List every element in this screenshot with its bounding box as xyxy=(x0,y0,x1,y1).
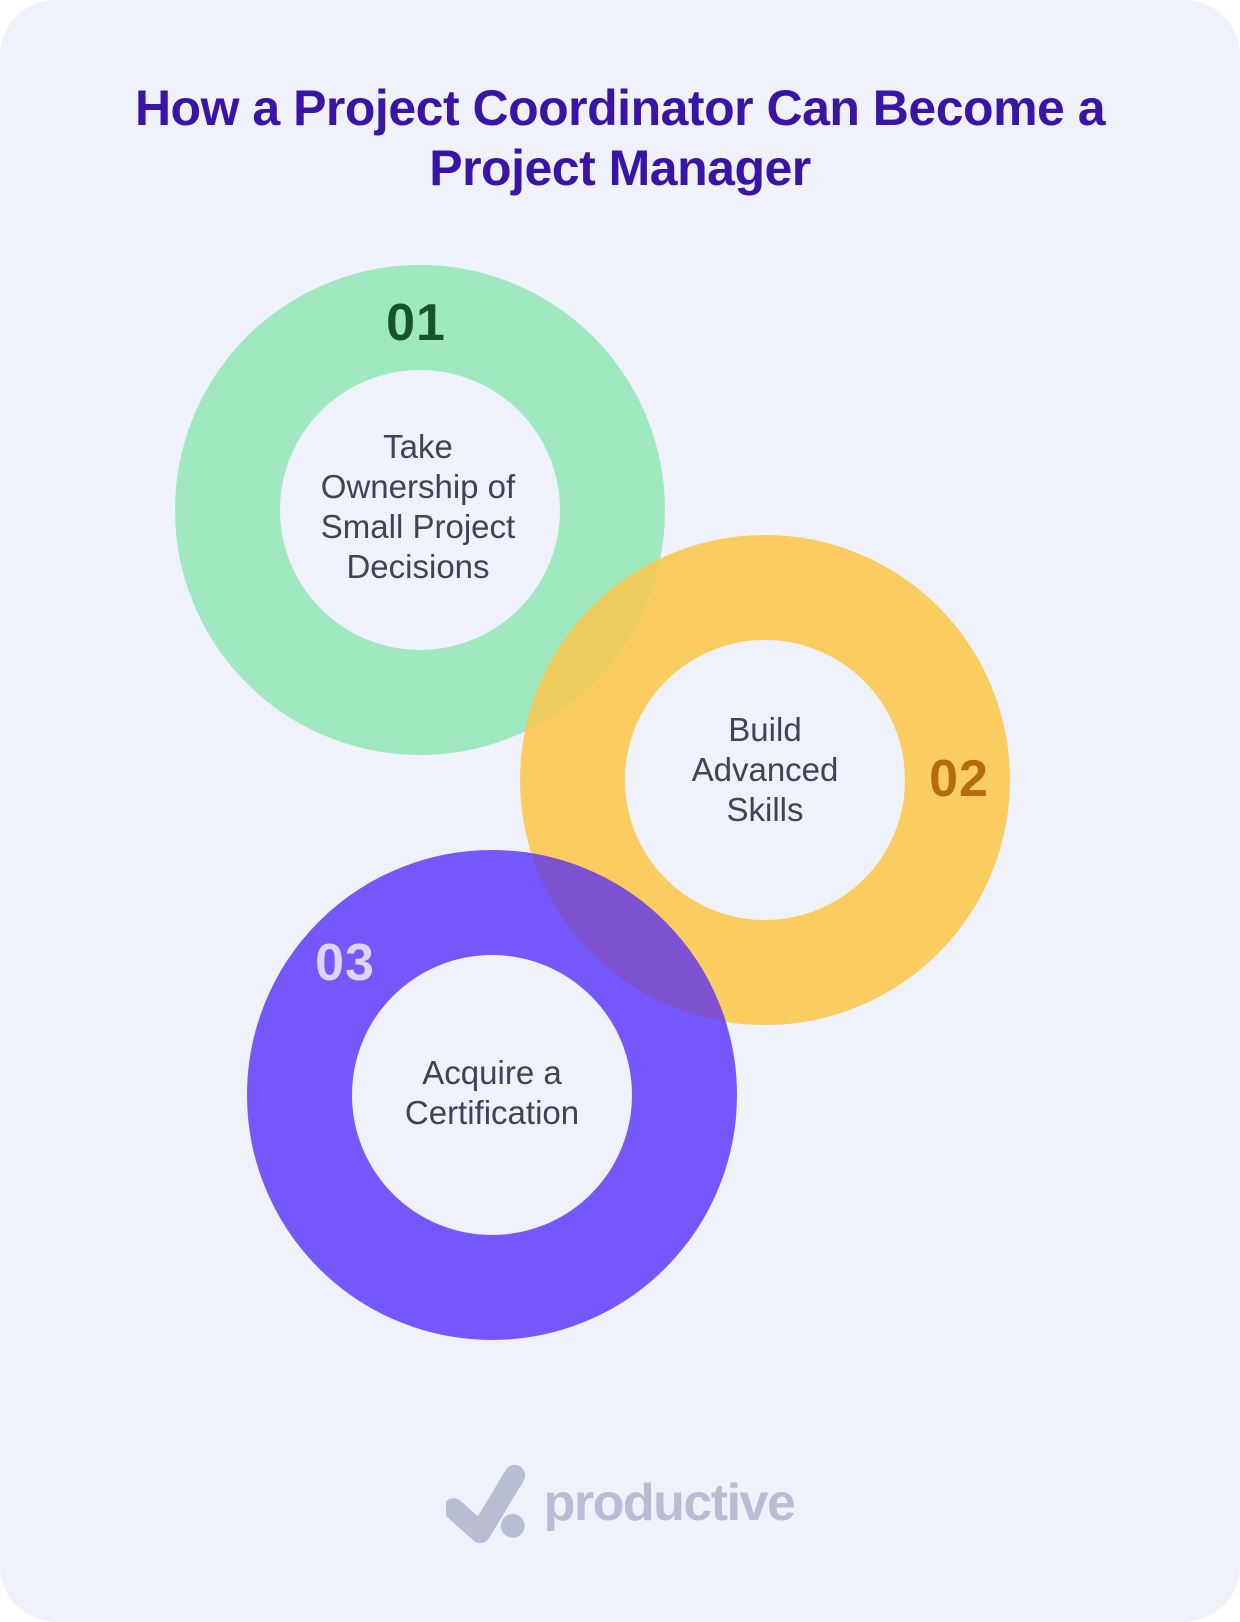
brand-wordmark: productive xyxy=(543,1474,796,1532)
step-3-label: Acquire a Certification xyxy=(405,1053,579,1133)
ring-step-3 xyxy=(247,850,737,1340)
step-1-label-line: Small Project xyxy=(320,508,516,545)
step-2-label-line: Skills xyxy=(726,791,804,828)
step-1-label-line: Ownership of xyxy=(320,468,516,505)
step-2-label-line: Build xyxy=(728,711,802,748)
step-1-number: 01 xyxy=(386,294,446,352)
step-3-number: 03 xyxy=(315,934,375,992)
ring-step-2 xyxy=(520,535,1010,1025)
step-1-label: Take Ownership of Small Project Decision… xyxy=(321,427,515,587)
productive-check-icon xyxy=(445,1464,525,1544)
page-title-line-2: Project Manager xyxy=(429,140,811,196)
brand-logo: productive xyxy=(0,1462,1240,1544)
step-2-label: Build Advanced Skills xyxy=(692,710,839,830)
step-2-number: 02 xyxy=(929,750,989,808)
ring-step-1 xyxy=(175,265,665,755)
page-title: How a Project Coordinator Can Become a P… xyxy=(0,78,1240,198)
step-2-label-line: Advanced xyxy=(691,751,839,788)
step-1-label-line: Take xyxy=(383,428,453,465)
step-1-label-line: Decisions xyxy=(346,548,490,585)
step-3-label-line: Acquire a xyxy=(422,1054,562,1091)
page-title-line-1: How a Project Coordinator Can Become a xyxy=(134,80,1106,136)
step-3-label-line: Certification xyxy=(404,1094,580,1131)
